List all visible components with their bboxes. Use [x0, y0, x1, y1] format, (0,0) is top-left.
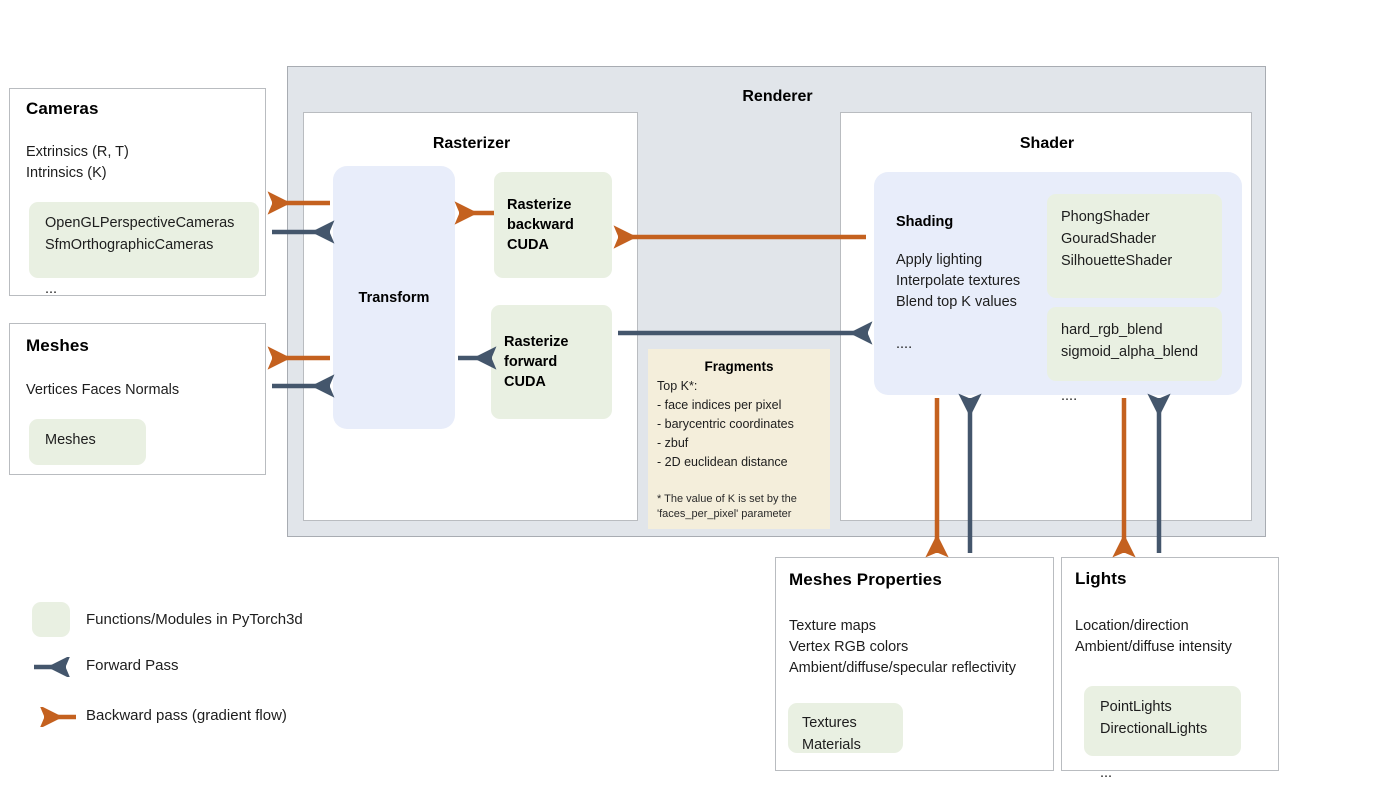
- fragments-footnote: * The value of K is set by the 'faces_pe…: [657, 493, 797, 520]
- shading-label: Shading: [896, 214, 954, 230]
- meshes-card: Meshes Vertices Faces Normals Meshes: [9, 323, 266, 475]
- meshes-properties-title: Meshes Properties: [789, 570, 942, 589]
- legend-label-forward: Forward Pass: [86, 657, 179, 674]
- cameras-modules-list: OpenGLPerspectiveCameras SfmOrthographic…: [45, 215, 235, 297]
- rasterize-forward-label: Rasterize forward CUDA: [504, 334, 569, 390]
- meshes-modules-list: Meshes: [45, 432, 96, 448]
- legend-label-backward: Backward pass (gradient flow): [86, 707, 287, 724]
- lights-properties-list: Location/direction Ambient/diffuse inten…: [1075, 618, 1232, 655]
- meshes-properties-modules-list: Textures Materials: [802, 715, 861, 753]
- blend-modules-list: hard_rgb_blend sigmoid_alpha_blend ....: [1061, 322, 1199, 404]
- rasterize-backward-block[interactable]: Rasterize backward CUDA: [494, 172, 612, 278]
- meshes-modules-block[interactable]: Meshes: [29, 419, 146, 465]
- forward-arrow-icon: [34, 657, 71, 677]
- shader-modules-block[interactable]: PhongShader GouradShader SilhouetteShade…: [1047, 194, 1222, 313]
- meshes-properties-modules-block[interactable]: Textures Materials: [788, 703, 903, 753]
- rasterize-backward-label: Rasterize backward CUDA: [507, 197, 574, 253]
- blend-modules-block[interactable]: hard_rgb_blend sigmoid_alpha_blend ....: [1047, 307, 1222, 404]
- shader-modules-list: PhongShader GouradShader SilhouetteShade…: [1061, 209, 1173, 313]
- cameras-card: Cameras Extrinsics (R, T) Intrinsics (K)…: [9, 88, 266, 297]
- fragments-panel: Fragments Top K*: - face indices per pix…: [648, 349, 830, 529]
- lights-modules-list: PointLights DirectionalLights ...: [1100, 699, 1208, 781]
- lights-card: Lights Location/direction Ambient/diffus…: [1061, 557, 1279, 781]
- meshes-properties-card: Meshes Properties Texture maps Vertex RG…: [775, 557, 1054, 771]
- cameras-modules-block[interactable]: OpenGLPerspectiveCameras SfmOrthographic…: [29, 202, 259, 297]
- shading-steps: Apply lighting Interpolate textures Blen…: [896, 252, 1021, 352]
- cameras-properties: Extrinsics (R, T) Intrinsics (K): [26, 144, 129, 181]
- legend-label-modules: Functions/Modules in PyTorch3d: [86, 611, 303, 628]
- renderer-title: Renderer: [742, 88, 813, 105]
- legend-green-swatch: [32, 602, 70, 637]
- lights-title: Lights: [1075, 569, 1127, 588]
- transform-label: Transform: [358, 289, 430, 306]
- meshes-properties: Vertices Faces Normals: [26, 382, 180, 398]
- fragments-items: Top K*: - face indices per pixel - baryc…: [657, 379, 794, 469]
- shading-block[interactable]: Shading Apply lighting Interpolate textu…: [874, 172, 1242, 404]
- lights-modules-block[interactable]: PointLights DirectionalLights ...: [1084, 686, 1241, 781]
- fragments-title: Fragments: [704, 359, 774, 374]
- rasterize-forward-block[interactable]: Rasterize forward CUDA: [491, 305, 612, 419]
- meshes-title: Meshes: [26, 336, 89, 355]
- cameras-title: Cameras: [26, 99, 99, 118]
- transform-block[interactable]: Transform: [333, 166, 455, 429]
- backward-arrow-icon: [39, 707, 76, 727]
- shader-title: Shader: [1019, 135, 1075, 152]
- rasterizer-title: Rasterizer: [432, 135, 511, 152]
